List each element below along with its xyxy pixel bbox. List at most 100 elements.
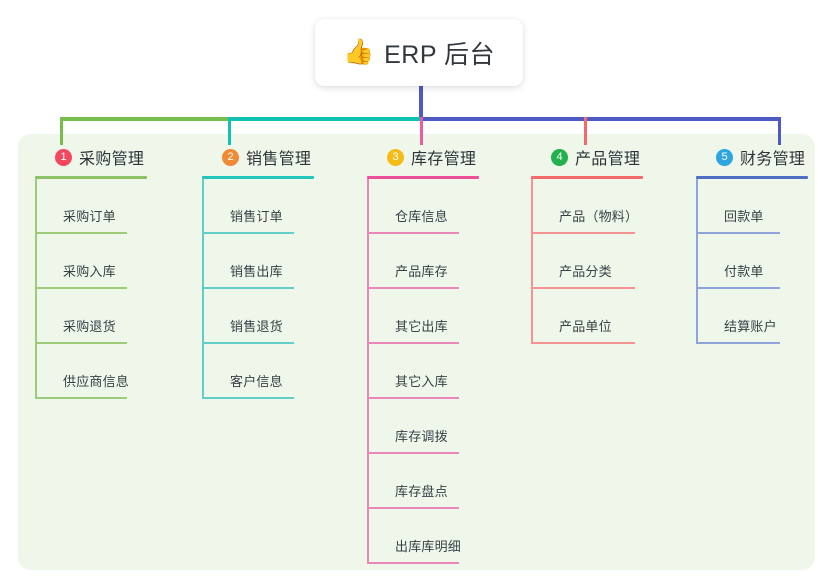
leaf-label: 产品（物料） bbox=[559, 209, 639, 224]
drop-sales bbox=[228, 117, 231, 145]
leaf-item[interactable]: 产品库存 bbox=[367, 234, 515, 289]
bus-teal bbox=[228, 117, 420, 121]
root-stem-line bbox=[419, 86, 423, 117]
category-column-inventory: 3 库存管理仓库信息产品库存其它出库其它入库库存调拨库存盘点出库库明细 bbox=[367, 145, 515, 564]
category-label-finance: 财务管理 bbox=[740, 151, 806, 168]
category-header-inventory[interactable]: 3 库存管理 bbox=[367, 145, 515, 169]
bus-blue bbox=[420, 117, 780, 121]
leaf-item[interactable]: 其它入库 bbox=[367, 344, 515, 399]
leaf-label: 出库库明细 bbox=[395, 539, 462, 554]
category-badge-finance: 5 bbox=[716, 148, 733, 166]
category-column-finance: 5 财务管理回款单付款单结算账户 bbox=[696, 145, 826, 344]
leaf-label: 付款单 bbox=[724, 264, 764, 279]
leaf-underline bbox=[367, 452, 459, 454]
leaf-underline bbox=[202, 232, 294, 234]
leaf-label: 产品库存 bbox=[395, 264, 448, 279]
leaf-underline bbox=[35, 342, 127, 344]
leaf-label: 采购入库 bbox=[63, 264, 116, 279]
category-column-sales: 2 销售管理销售订单销售出库销售退货客户信息 bbox=[202, 145, 350, 399]
leaf-item[interactable]: 产品单位 bbox=[531, 289, 683, 344]
leaf-item[interactable]: 付款单 bbox=[696, 234, 826, 289]
leaf-item[interactable]: 库存调拨 bbox=[367, 399, 515, 454]
bus-green bbox=[60, 117, 228, 121]
leaf-list-sales: 销售订单销售出库销售退货客户信息 bbox=[202, 179, 350, 399]
drop-product bbox=[584, 117, 587, 145]
leaf-underline bbox=[35, 397, 127, 399]
category-label-sales: 销售管理 bbox=[246, 151, 312, 168]
category-label-product: 产品管理 bbox=[575, 151, 641, 168]
leaf-underline bbox=[202, 287, 294, 289]
category-underline-product bbox=[531, 176, 643, 179]
leaf-item[interactable]: 出库库明细 bbox=[367, 509, 515, 564]
leaf-item[interactable]: 仓库信息 bbox=[367, 179, 515, 234]
leaf-label: 销售订单 bbox=[230, 209, 283, 224]
spine-line-sales bbox=[202, 179, 204, 399]
leaf-underline bbox=[696, 287, 780, 289]
leaf-underline bbox=[202, 342, 294, 344]
category-column-product: 4 产品管理产品（物料） 产品分类产品单位 bbox=[531, 145, 683, 344]
leaf-label: 供应商信息 bbox=[63, 374, 130, 389]
leaf-item[interactable]: 销售订单 bbox=[202, 179, 350, 234]
thumbs-up-icon: 👍 bbox=[342, 38, 375, 66]
leaf-list-inventory: 仓库信息产品库存其它出库其它入库库存调拨库存盘点出库库明细 bbox=[367, 179, 515, 564]
leaf-label: 回款单 bbox=[724, 209, 764, 224]
leaf-label: 其它出库 bbox=[395, 319, 448, 334]
category-underline-sales bbox=[202, 176, 314, 179]
leaf-label: 结算账户 bbox=[724, 319, 777, 334]
leaf-underline bbox=[367, 507, 459, 509]
leaf-label: 采购退货 bbox=[63, 319, 116, 334]
leaf-item[interactable]: 客户信息 bbox=[202, 344, 350, 399]
category-badge-sales: 2 bbox=[222, 148, 239, 166]
leaf-item[interactable]: 采购退货 bbox=[35, 289, 183, 344]
leaf-label: 仓库信息 bbox=[395, 209, 448, 224]
leaf-list-product: 产品（物料） 产品分类产品单位 bbox=[531, 179, 683, 344]
leaf-item[interactable]: 结算账户 bbox=[696, 289, 826, 344]
category-underline-purchase bbox=[35, 176, 147, 179]
leaf-item[interactable]: 采购入库 bbox=[35, 234, 183, 289]
leaf-underline bbox=[367, 232, 459, 234]
spine-line-inventory bbox=[367, 179, 369, 564]
category-header-sales[interactable]: 2 销售管理 bbox=[202, 145, 350, 169]
leaf-item[interactable]: 其它出库 bbox=[367, 289, 515, 344]
leaf-item[interactable]: 回款单 bbox=[696, 179, 826, 234]
spine-line-purchase bbox=[35, 179, 37, 399]
drop-inventory bbox=[420, 117, 423, 145]
leaf-label: 销售退货 bbox=[230, 319, 283, 334]
category-label-inventory: 库存管理 bbox=[411, 151, 477, 168]
leaf-item[interactable]: 产品分类 bbox=[531, 234, 683, 289]
leaf-underline bbox=[531, 342, 635, 344]
category-underline-inventory bbox=[367, 176, 479, 179]
leaf-underline bbox=[531, 232, 635, 234]
leaf-list-purchase: 采购订单采购入库采购退货供应商信息 bbox=[35, 179, 183, 399]
leaf-item[interactable]: 供应商信息 bbox=[35, 344, 183, 399]
category-header-finance[interactable]: 5 财务管理 bbox=[696, 145, 826, 169]
leaf-item[interactable]: 采购订单 bbox=[35, 179, 183, 234]
leaf-item[interactable]: 产品（物料） bbox=[531, 179, 683, 234]
leaf-item[interactable]: 销售出库 bbox=[202, 234, 350, 289]
category-badge-purchase: 1 bbox=[55, 148, 72, 166]
leaf-underline bbox=[696, 232, 780, 234]
category-header-product[interactable]: 4 产品管理 bbox=[531, 145, 683, 169]
leaf-label: 采购订单 bbox=[63, 209, 116, 224]
leaf-underline bbox=[35, 287, 127, 289]
leaf-underline bbox=[531, 287, 635, 289]
drop-purchase bbox=[60, 117, 63, 145]
leaf-label: 库存盘点 bbox=[395, 484, 448, 499]
leaf-underline bbox=[696, 342, 780, 344]
spine-line-finance bbox=[696, 179, 698, 344]
leaf-underline bbox=[367, 342, 459, 344]
leaf-label: 销售出库 bbox=[230, 264, 283, 279]
leaf-underline bbox=[367, 287, 459, 289]
root-node[interactable]: 👍 ERP 后台 bbox=[315, 19, 523, 86]
category-badge-product: 4 bbox=[551, 148, 568, 166]
leaf-item[interactable]: 库存盘点 bbox=[367, 454, 515, 509]
diagram-panel bbox=[18, 134, 815, 570]
drop-finance bbox=[778, 117, 781, 145]
leaf-item[interactable]: 销售退货 bbox=[202, 289, 350, 344]
leaf-label: 产品分类 bbox=[559, 264, 612, 279]
leaf-underline bbox=[367, 562, 459, 564]
category-badge-inventory: 3 bbox=[387, 148, 404, 166]
category-underline-finance bbox=[696, 176, 808, 179]
